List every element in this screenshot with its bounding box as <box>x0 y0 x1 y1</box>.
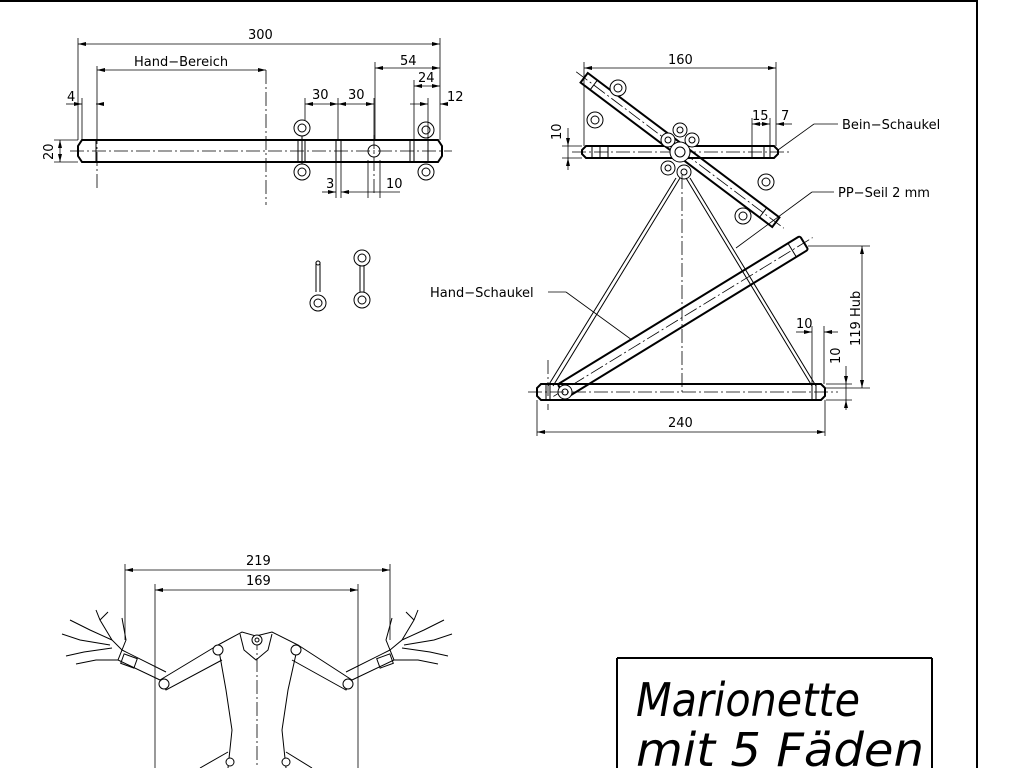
dim-4: 4 <box>67 90 75 105</box>
dim-219: 219 <box>246 554 271 569</box>
dim-24: 24 <box>418 71 435 86</box>
dim-54: 54 <box>400 54 417 69</box>
dim-10-hole: 10 <box>386 177 403 192</box>
dim-hand-bereich: Hand−Bereich <box>134 55 228 70</box>
dim-10-bein: 10 <box>550 123 565 140</box>
dim-20: 20 <box>42 143 57 160</box>
dim-15: 15 <box>752 109 769 124</box>
dim-160: 160 <box>668 53 693 68</box>
dim-10-end: 10 <box>796 317 813 332</box>
dim-30-left: 30 <box>312 88 329 103</box>
title-line-2: mit 5 Fäden <box>636 723 924 768</box>
assembly-view: 160 15 7 10 Bein−Schaukel PP−Seil 2 mm H… <box>430 53 940 436</box>
dim-10-rod: 10 <box>829 347 844 364</box>
dim-300: 300 <box>248 28 273 43</box>
marionette-figure: 219 169 <box>61 554 453 768</box>
title-block: Marionette mit 5 Fäden <box>616 657 933 768</box>
hand-rod-view: 300 Hand−Bereich 54 24 12 4 <box>42 28 464 205</box>
drawing-frame <box>0 0 978 768</box>
dim-12: 12 <box>447 90 464 105</box>
eyelet-details <box>309 249 371 312</box>
label-hand-schaukel: Hand−Schaukel <box>430 286 534 301</box>
dim-3: 3 <box>326 177 334 192</box>
dim-119-hub: 119 Hub <box>849 291 864 346</box>
dim-169: 169 <box>246 574 271 589</box>
dim-7: 7 <box>781 109 789 124</box>
label-bein-schaukel: Bein−Schaukel <box>842 118 940 133</box>
dim-30-right: 30 <box>348 88 365 103</box>
label-pp-seil: PP−Seil 2 mm <box>838 186 930 201</box>
dim-240: 240 <box>668 416 693 431</box>
title-line-1: Marionette <box>636 673 860 727</box>
